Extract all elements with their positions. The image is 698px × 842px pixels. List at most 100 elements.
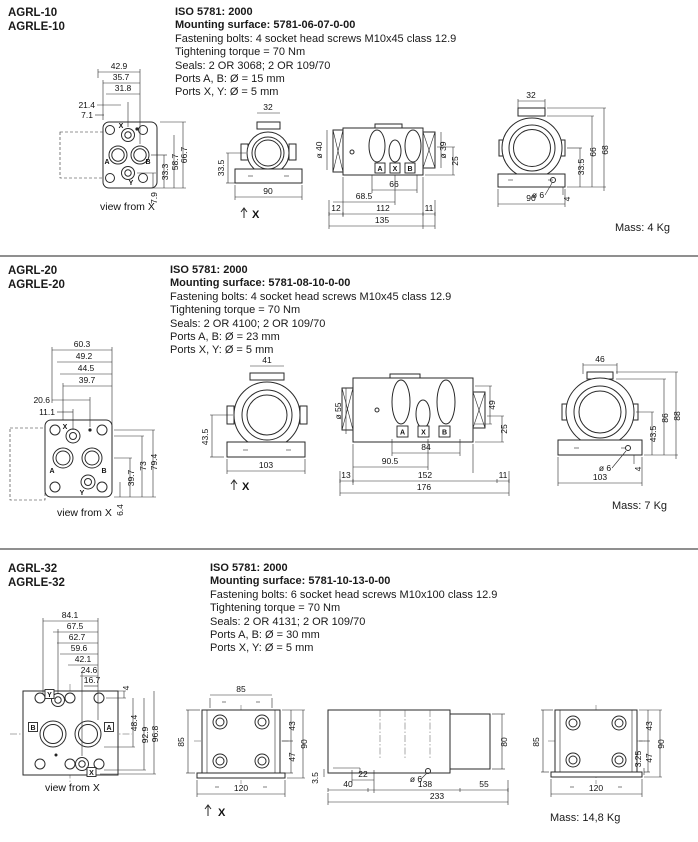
spec-line: Fastening bolts: 4 socket head screws M1… [170, 290, 452, 303]
view-caption: view from X [100, 201, 155, 213]
dimension-label: 41 [262, 355, 272, 365]
dimension-label: 22 [358, 769, 368, 779]
spec-line: Tightening torque = 70 Nm [175, 46, 306, 59]
port-label: X [393, 166, 398, 173]
plate-view-drawing: X A B Y 60.3 49.2 44.5 39.7 20.6 11.1 39… [9, 339, 159, 519]
dimension-label: 85 [531, 737, 541, 747]
view-caption: view from X [45, 782, 100, 794]
dimension-label: 42.9 [111, 61, 128, 71]
dimension-label: 32 [526, 90, 536, 100]
dimension-label: 59.6 [71, 643, 88, 653]
dimension-label: 48.4 [129, 714, 139, 731]
dimension-label: 44.5 [78, 363, 95, 373]
dimension-label: 33.5 [216, 159, 226, 176]
dimension-label: 4 [121, 685, 131, 690]
model-name: AGRL-20 [8, 265, 58, 277]
dimension-label: 3.5 [310, 772, 320, 784]
port-label: B [407, 166, 412, 173]
dimension-label: 43 [287, 721, 297, 731]
port-label: A [104, 159, 109, 166]
drawings-agrl32: Y B A X 84.1 67.5 62.7 59.6 42.1 24.6 16… [10, 610, 666, 819]
up-arrow-icon [230, 479, 238, 490]
port-label: X [119, 123, 124, 130]
dimension-label: 43.5 [648, 425, 658, 442]
dimension-label: 7.9 [149, 192, 159, 204]
dimension-label: 58.7 [170, 153, 180, 170]
dimension-label: 80 [499, 737, 509, 747]
dimension-label: 120 [589, 783, 603, 793]
dimension-label: 66.7 [179, 146, 189, 163]
dimension-label: 68.5 [356, 191, 373, 201]
dimension-label: 43 [644, 721, 654, 731]
up-arrow-icon [204, 804, 212, 816]
dimension-label: 152 [418, 470, 432, 480]
front-view-drawing: 41 43.5 103 X [200, 355, 308, 493]
dimension-label: ø 55 [333, 402, 343, 419]
port-label: Y [80, 490, 85, 497]
dimension-label: 103 [593, 472, 607, 482]
spec-line: Tightening torque = 70 Nm [210, 602, 341, 615]
port-label: X [89, 770, 94, 777]
port-label: A [49, 468, 54, 475]
dimension-label: 90.5 [382, 456, 399, 466]
mass-label: Mass: 14,8 Kg [550, 812, 621, 824]
dimension-label: 46 [595, 354, 605, 364]
model-name: AGRLE-32 [8, 577, 65, 589]
dimension-label: 47 [644, 753, 654, 763]
model-name: AGRLE-20 [8, 279, 65, 291]
spec-line: Seals: 2 OR 3068; 2 OR 109/70 [175, 59, 331, 72]
rear-view-drawing: 85 43 90 3.25 47 120 [531, 705, 666, 797]
spec-block-agrl32: ISO 5781: 2000 Mounting surface: 5781-10… [210, 562, 497, 656]
dimension-label: 40 [343, 779, 353, 789]
dimension-label: 90 [526, 193, 536, 203]
dimension-label: 21.4 [78, 100, 95, 110]
model-names-agrl20: AGRL-20 AGRLE-20 [8, 264, 65, 292]
dimension-label: 90 [263, 186, 273, 196]
dimension-label: 112 [376, 203, 390, 213]
dimension-label: 33.3 [160, 163, 170, 180]
rear-view-drawing: 46 43.5 86 88 ø 6 4 103 [557, 354, 682, 486]
spec-block-agrl10: ISO 5781: 2000 Mounting surface: 5781-06… [175, 6, 456, 100]
dimension-label: 39.7 [79, 375, 96, 385]
port-label: X [63, 424, 68, 431]
dimension-label: 11.1 [39, 407, 55, 417]
model-name: AGRLE-10 [8, 21, 65, 33]
drawings-agrl10: X A B Y 42.9 35.7 31.8 21.4 7.1 33.3 58.… [59, 61, 610, 229]
spec-line: Seals: 2 OR 4131; 2 OR 109/70 [210, 615, 366, 628]
spec-line: Fastening bolts: 6 socket head screws M1… [210, 588, 498, 601]
mass-label: Mass: 4 Kg [615, 222, 671, 234]
dimension-label: 66 [389, 179, 399, 189]
dimension-label: 49.2 [76, 351, 93, 361]
dimension-label: 4 [633, 466, 643, 471]
dimension-label: 3.25 [633, 750, 643, 767]
dimension-label: 55 [479, 779, 489, 789]
port-label: B [30, 725, 35, 732]
spec-line: Ports A, B: Ø = 15 mm [175, 73, 285, 86]
iso-standard: ISO 5781: 2000 [175, 6, 253, 18]
dimension-label: 6.4 [115, 504, 125, 516]
front-view-drawing: 32 33.5 90 X [216, 102, 303, 221]
spec-line: Ports X, Y: Ø = 5 mm [170, 344, 274, 357]
spec-block-agrl20: ISO 5781: 2000 Mounting surface: 5781-08… [170, 264, 451, 358]
dimension-label: 12 [331, 203, 341, 213]
dimension-label: 35.7 [113, 72, 130, 82]
dimension-label: 13 [341, 470, 351, 480]
dimension-label: 68 [600, 145, 610, 155]
dimension-label: 84.1 [62, 610, 79, 620]
dimension-label: ø 6 [532, 190, 545, 200]
dimension-label: 90 [299, 739, 309, 749]
dimension-label: 135 [375, 215, 389, 225]
dimension-label: 25 [450, 156, 460, 166]
dimension-label: 4 [562, 196, 572, 201]
port-label: A [377, 166, 382, 173]
dimension-label: 20.6 [33, 395, 50, 405]
mounting-surface: Mounting surface: 5781-08-10-0-00 [170, 277, 351, 290]
dimension-label: 66 [588, 147, 598, 157]
axis-label: X [218, 807, 226, 819]
iso-standard: ISO 5781: 2000 [210, 562, 288, 574]
axis-label: X [252, 209, 260, 221]
model-name: AGRL-32 [8, 563, 58, 575]
dimension-label: 88 [672, 411, 682, 421]
dimension-label: 25 [499, 424, 509, 434]
